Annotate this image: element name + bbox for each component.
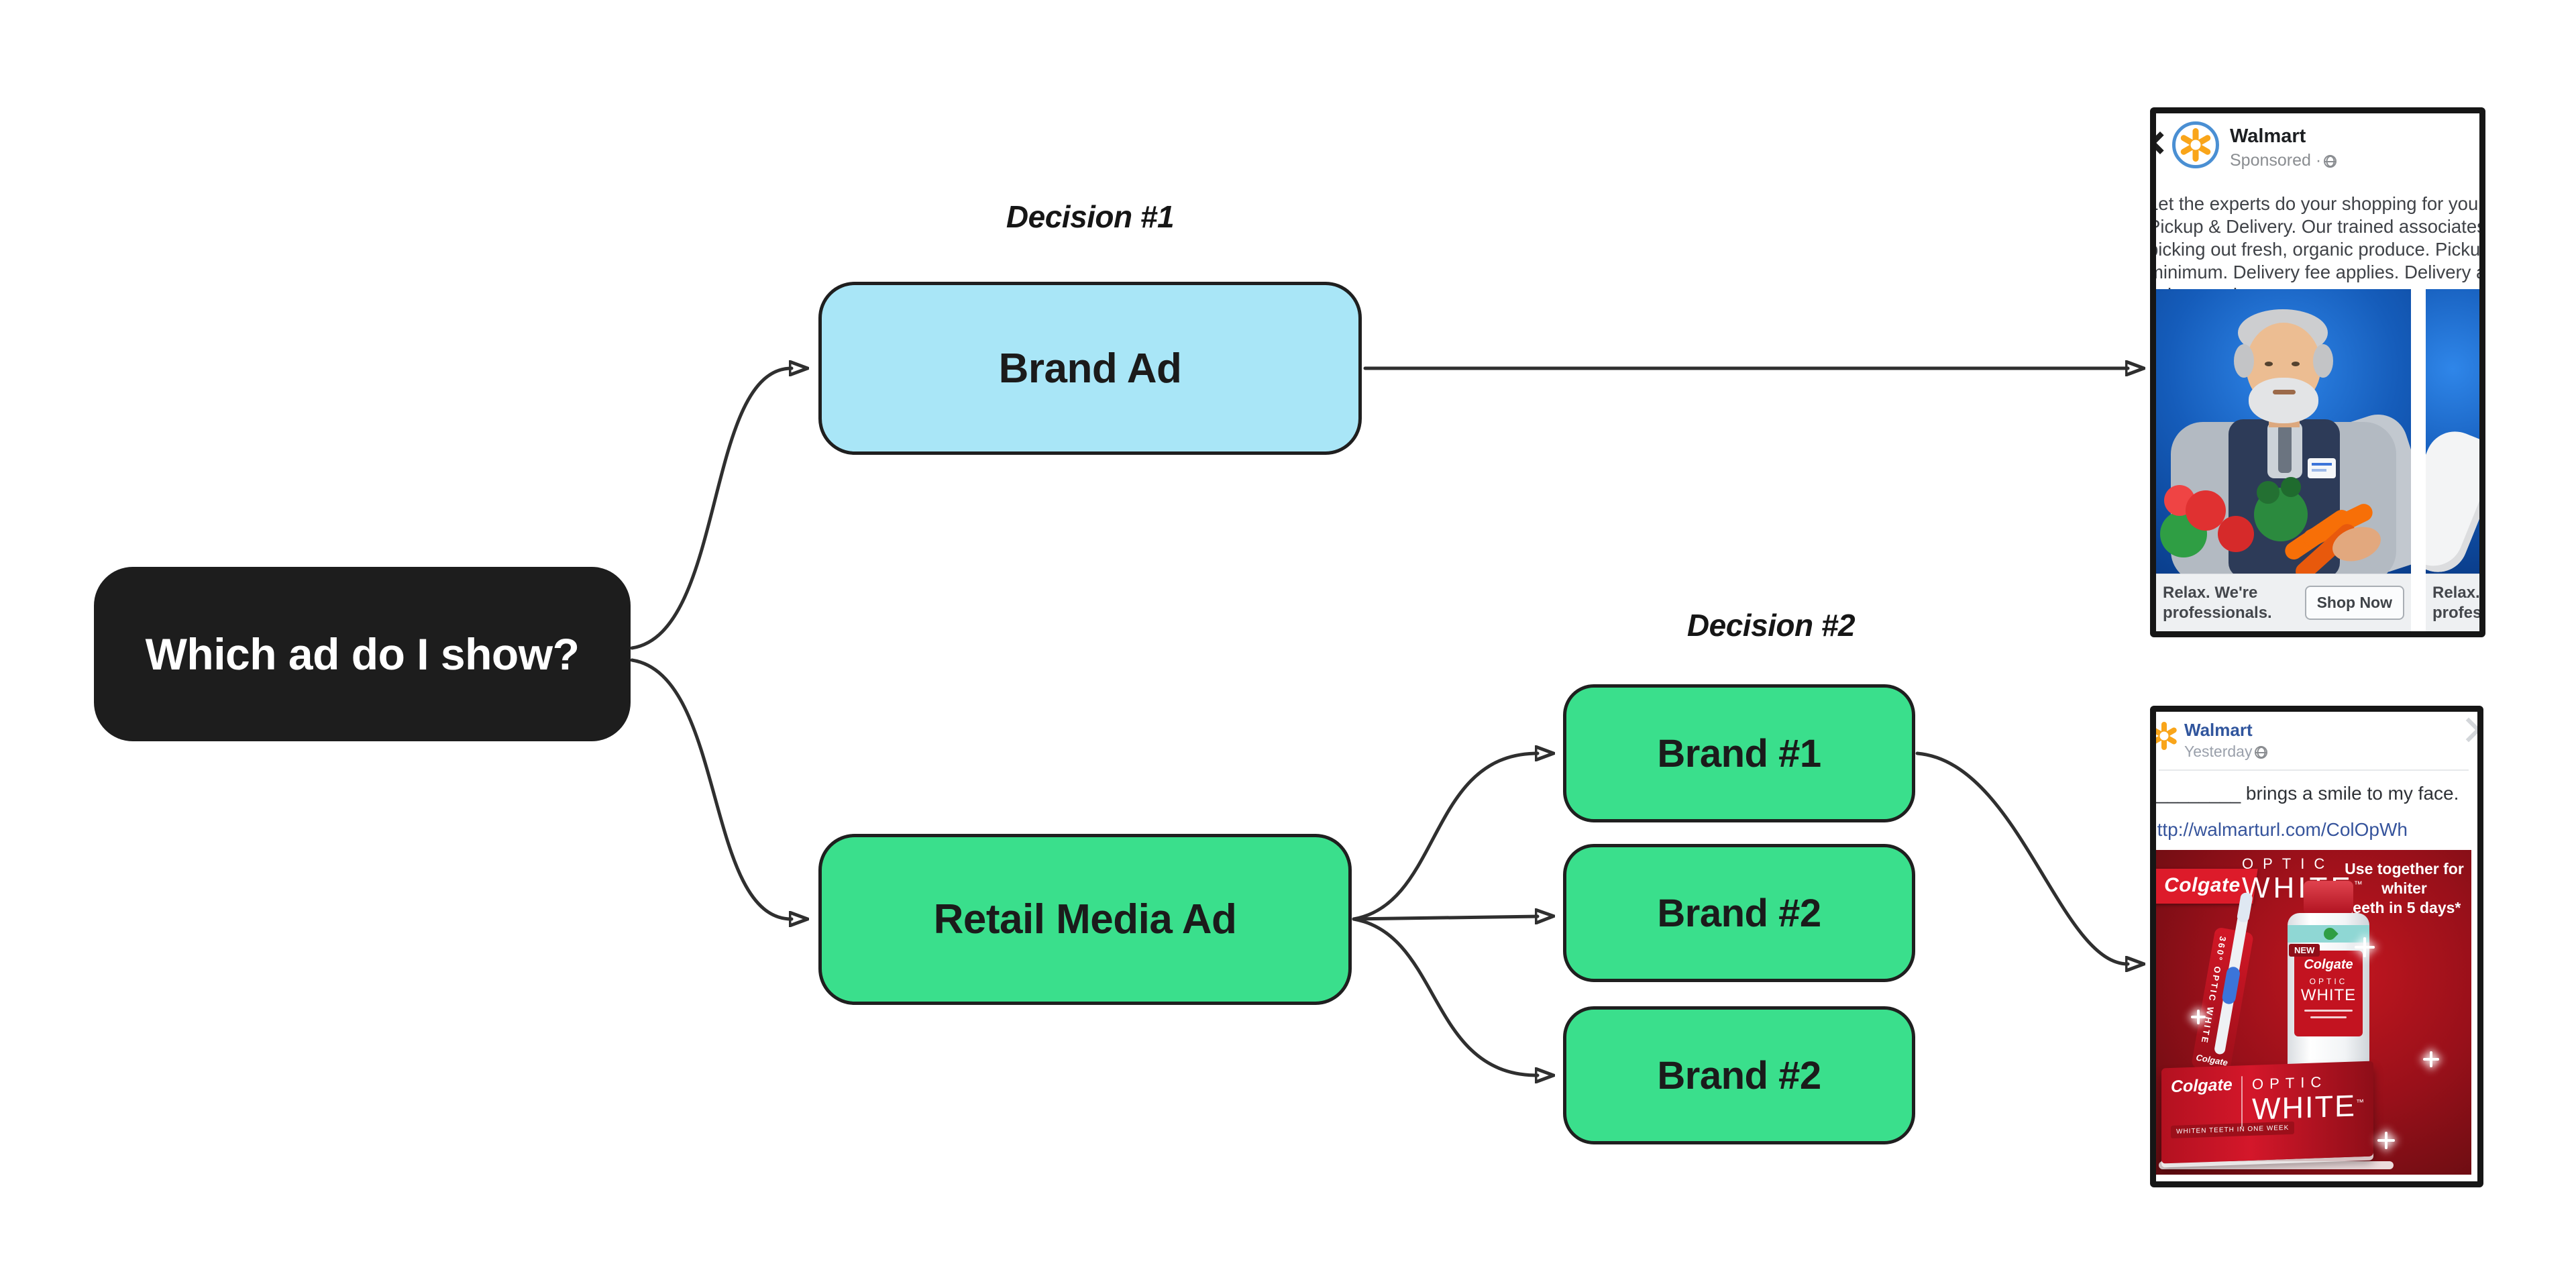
brand-1-node: Brand #1 [1563, 684, 1915, 822]
next-chevron-icon[interactable] [2456, 717, 2477, 743]
connector-brand1-to-preview [1915, 751, 2128, 964]
new-badge: NEW [2289, 944, 2320, 957]
sponsored-meta: Sponsored · [2230, 151, 2337, 170]
toothpaste-box: Colgate WHITEN TEETH IN ONE WEEK OPTIC W… [2161, 1061, 2373, 1164]
back-chevron-icon[interactable] [2156, 131, 2171, 154]
connector-retail-to-brand1 [1352, 753, 1538, 921]
decision-2-label: Decision #2 [1686, 608, 1856, 643]
sparkle-icon [2191, 1010, 2206, 1024]
connector-retail-to-brand2b [1352, 917, 1538, 1075]
decision-1-label: Decision #1 [1006, 199, 1175, 234]
colgate-creative: Colgate OPTIC WHITE™ Use together for wh… [2156, 850, 2471, 1175]
ad-carousel: Relax. We're professionals. Shop Now Rel… [2156, 289, 2479, 631]
ad-body-text: Let the experts do your shopping for you… [2156, 193, 2479, 305]
name-badge [2308, 458, 2336, 478]
retail-media-ad-screenshot: Walmart Yesterday _________ brings a smi… [2150, 706, 2483, 1187]
mouthwash-bottle: NEW Colgate OPTIC WHITE [2288, 881, 2369, 1082]
sparkle-icon [2355, 937, 2375, 957]
shop-now-button[interactable]: Shop Now [2304, 586, 2404, 620]
post-text: _________ brings a smile to my face. [2156, 783, 2459, 804]
brand-2-node: Brand #2 [1563, 844, 1915, 982]
bottle-label: Colgate OPTIC WHITE [2294, 951, 2363, 1036]
caption-line-2: profes [2432, 604, 2479, 622]
sparkle-icon [2423, 1051, 2439, 1067]
brand-2-node-alt: Brand #2 [1563, 1006, 1915, 1144]
brand-ad-node: Brand Ad [818, 282, 1362, 455]
bottle-cap [2304, 881, 2353, 914]
carousel-card-2: Relax. profes [2426, 289, 2479, 631]
advertiser-name: Walmart [2230, 125, 2306, 147]
connector-root-to-retail [630, 658, 792, 919]
brand-ad-screenshot: Walmart Sponsored · Let the experts do y… [2150, 107, 2485, 637]
sparkle-icon [2377, 1132, 2395, 1149]
creative-tagline: Use together for whiter teeth in 5 days* [2345, 860, 2464, 916]
globe-icon [2324, 155, 2337, 168]
post-link[interactable]: http://walmarturl.com/ColOpWh [2156, 819, 2408, 840]
walmart-spark-icon [2156, 721, 2179, 751]
caption-line-1: Relax. We're [2163, 584, 2258, 602]
card-caption-strip: Relax. We're professionals. Shop Now [2156, 574, 2411, 631]
root-question-node: Which ad do I show? [94, 567, 631, 741]
timestamp-meta: Yesterday [2184, 743, 2268, 761]
associate-photo-2 [2426, 289, 2479, 574]
tomatoes [2186, 490, 2226, 531]
advertiser-name: Walmart [2184, 720, 2253, 740]
walmart-logo-icon [2172, 121, 2219, 168]
connector-retail-to-brand2a [1352, 916, 1538, 919]
divider [2159, 769, 2469, 771]
caption-line-2: professionals. [2163, 604, 2272, 622]
display-platform [2159, 1161, 2394, 1169]
retail-media-ad-node: Retail Media Ad [818, 834, 1352, 1005]
connector-root-to-brand-ad [630, 368, 792, 650]
globe-icon [2255, 746, 2268, 759]
carousel-card-1: Relax. We're professionals. Shop Now [2156, 289, 2411, 631]
caption-line-1: Relax. [2432, 584, 2479, 602]
associate-photo [2156, 289, 2411, 574]
